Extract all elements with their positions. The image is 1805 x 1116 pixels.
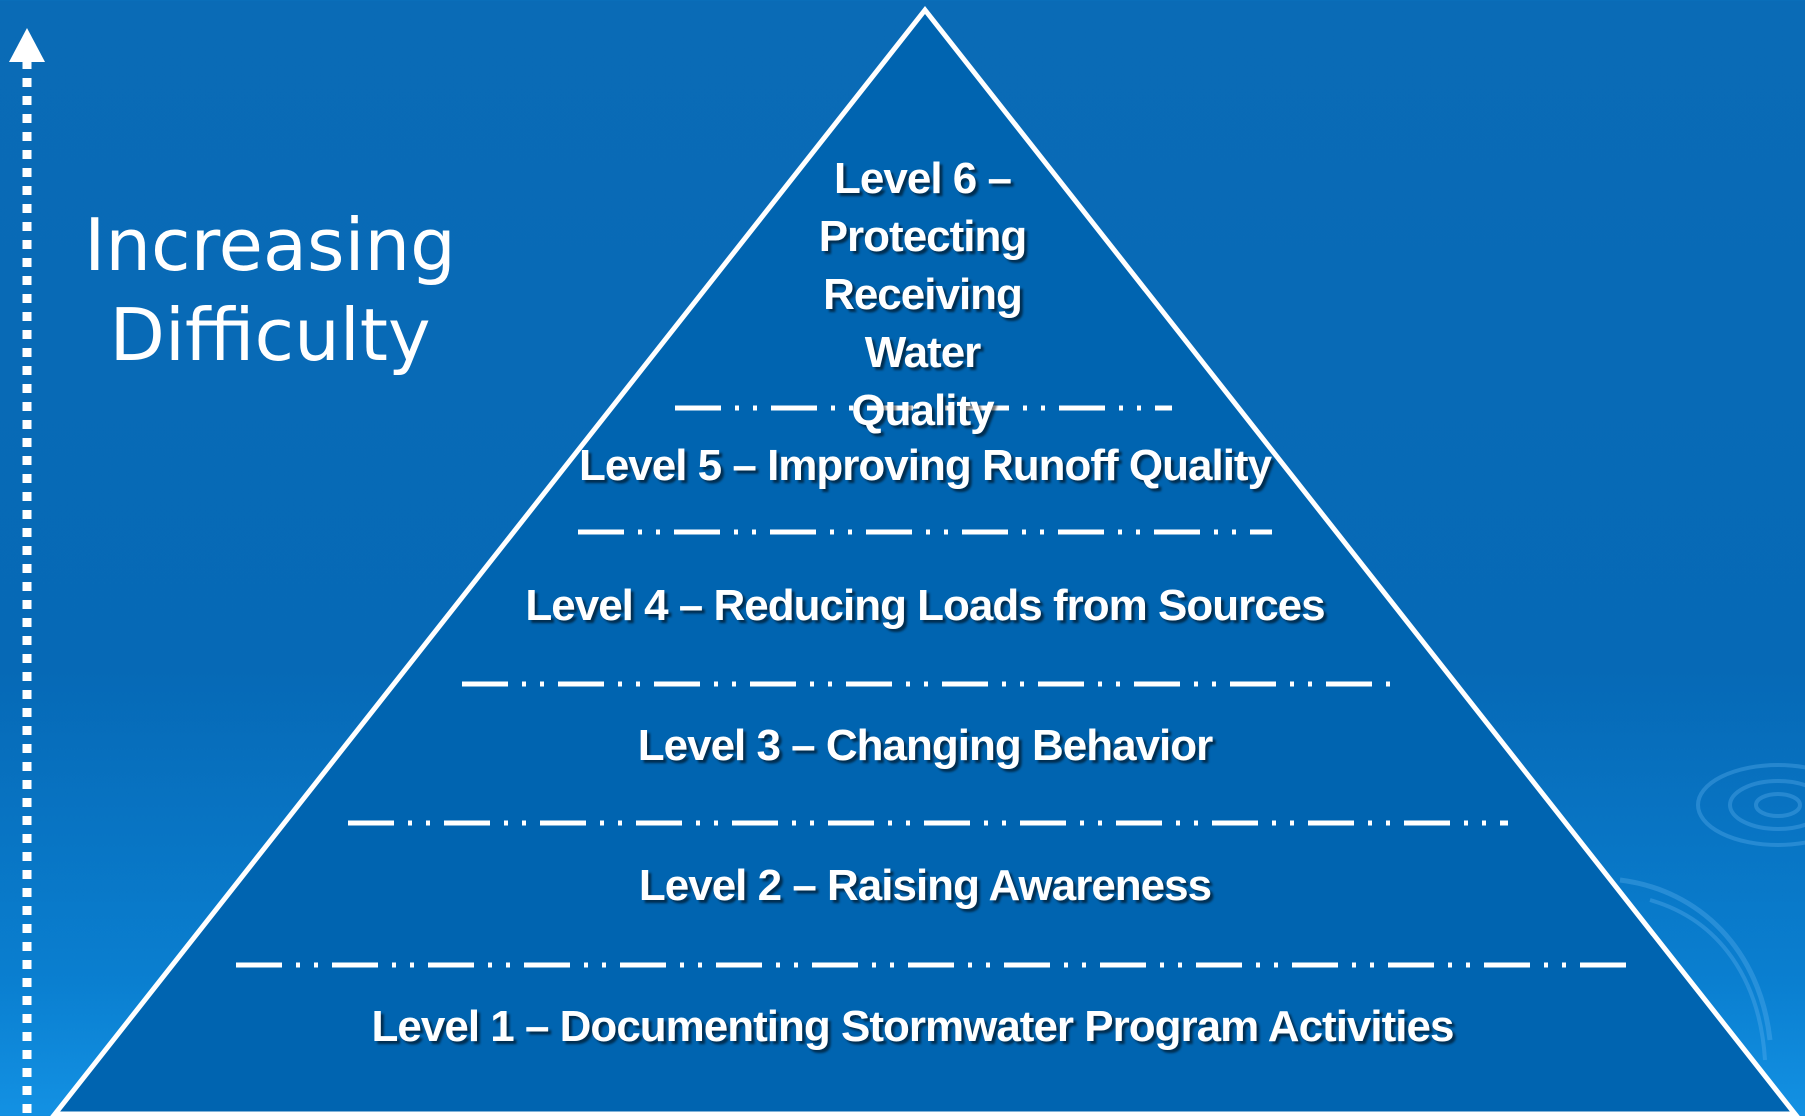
axis-label-line-2: Difficulty bbox=[109, 293, 431, 377]
level-3-label: Level 3 – Changing Behavior bbox=[637, 721, 1214, 770]
level-4-label: Level 4 – Reducing Loads from Sources bbox=[525, 581, 1325, 630]
difficulty-axis-label: Increasing Difficulty bbox=[40, 200, 500, 380]
level-1-label: Level 1 – Documenting Stormwater Program… bbox=[371, 1002, 1455, 1051]
ripple-icon bbox=[1619, 763, 1805, 1061]
pyramid-outline bbox=[50, 5, 1800, 1116]
level-6-label: Level 6 – Protecting Receiving Water Qua… bbox=[818, 154, 1028, 435]
level-separators bbox=[236, 405, 1626, 968]
axis-label-line-1: Increasing bbox=[84, 203, 456, 287]
level-2-label: Level 2 – Raising Awareness bbox=[638, 861, 1212, 910]
level-5-label: Level 5 – Improving Runoff Quality bbox=[578, 441, 1272, 490]
up-arrow-icon bbox=[9, 28, 45, 62]
